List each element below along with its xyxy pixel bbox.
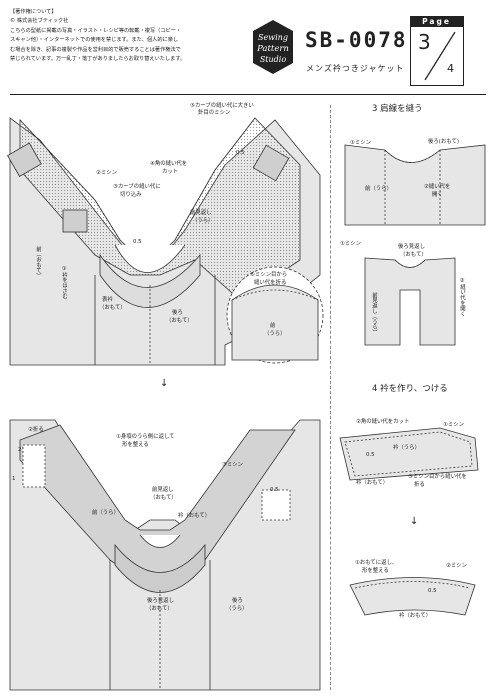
label-back-b: （うら） [226,606,248,612]
label-back: 後ろ [232,598,243,604]
logo-word: Pattern [256,44,289,54]
copyright-line: 【著作権について】 [10,9,57,15]
arrow-down-icon: ↓ [410,516,419,527]
copyright-notice: 【著作権について】 © 株式会社ブティック社 こちらの型紙に掲載の写真・イラスト… [10,8,235,64]
label-front-facing: 前見返し（うら） [371,292,377,336]
label-step3: ③ミシン [222,462,244,468]
label-back: 後ろ [172,310,183,316]
copyright-line: 禁じられています。万一乱丁・落丁がありましたらお取り替えいたします。 [10,56,186,63]
label-back-front: 後ろ(おもて) [428,139,459,145]
label-outer-collar: 表衿 [102,297,113,303]
copyright-line: こちらの型紙に掲載の写真・イラスト・レシピ等の転載・複写（コピー・ [10,27,182,34]
logo-word: Sewing [258,33,288,42]
copyright-line: む場合を除き、記事の複製や作品を営利目的で販売することは著作権法で [10,46,181,53]
label-num1: 1 [12,476,16,482]
label-step2: ②ミシン [96,170,118,176]
label-front: 前（うら） [92,510,119,516]
label-front-facing-b: （うら） [192,218,214,224]
label-collar-final: 衿（おもて） [399,613,432,619]
detail-circle [226,266,324,364]
page-total: 4 [447,62,454,75]
dim-05: 0.5 [236,150,245,156]
label-num2: 2 [18,447,22,453]
column-divider [330,105,331,690]
pattern-title: メンズ衿つきジャケット [306,64,405,73]
label-outer-collar-b: （おもて） [99,305,126,311]
label-detail-front-b: （うら） [264,331,286,337]
label-back-facing-b: （おもて） [146,606,173,612]
label-press-b: 開く [432,192,443,198]
diagram-collar-finished [349,577,476,616]
copyright-line: スキャン他）・インターネットでの使用を禁じます。また、個人的に楽し [10,37,179,44]
label-step5b: 針目のミシン [198,110,231,116]
label-back-facing-b: （おもて） [400,252,427,258]
label-collar: 衿（おもて） [178,513,211,519]
label-front-facing-b: （おもて） [150,495,177,501]
label-front: 前（うら） [365,186,392,192]
header-divider [10,94,486,95]
label-turn-b: 形を整える [362,568,389,574]
label-fold: ②折る [28,427,44,433]
label-collar-front: 衿（おもて） [356,480,389,486]
label-m1b: ①ミシン [340,241,362,247]
label-fold3b: 折る [414,482,425,488]
label-step3b: 切り込み [120,192,142,198]
diagram-facing-seam [364,257,456,346]
label-step4: ④角の縫い代を [150,161,188,167]
dim-05: 0.5 [428,588,437,594]
label-step4b: カット [162,169,179,175]
label-step3: ③カーブの縫い代に [113,184,161,190]
diagram-collar-make [339,427,479,481]
label-step5: ⑤カーブの縫い代に大きい [190,103,254,109]
label-step1b: 形を整える [122,442,149,448]
pattern-code: SB-0078 [305,28,408,52]
label-front: 前（おもて） [35,246,41,279]
diagram-shoulder-seam [344,144,486,226]
dim-05: 0.5 [133,239,142,245]
step3-title: 3 肩線を縫う [372,104,423,114]
label-m1: ①ミシン [350,140,372,146]
label-collar-back: 衿（うら） [393,445,420,451]
page-label: Page [410,16,463,27]
dim-05: 0.5 [270,487,279,493]
label-back-facing: 後ろ見返し [398,244,425,250]
label-step1: ①衿をはさむ [61,266,67,299]
label-back-facing: 後ろ見返し [147,598,174,604]
label-back-b: （おもて） [166,318,193,324]
label-m2: ②ミシン [446,563,468,569]
label-press2: ②縫い代を開く [459,278,465,317]
label-cut: ②角の縫い代をカット [356,419,410,425]
label-detail6: ⑥ミシン目から [250,272,288,278]
label-detail-front: 前 [270,323,276,329]
step4-title: 4 衿を作り、つける [372,384,448,394]
label-front-facing: 前見返し [152,487,174,493]
label-front-facing: 前見返し [190,210,212,216]
copyright-line: © 株式会社ブティック社 [10,18,69,25]
dim-05: 0.5 [366,452,375,458]
label-step1: ①身頃のうら側に返して [116,434,175,440]
label-turn: ①おもてに返し、 [355,560,398,566]
label-detail6b: 縫い代を折る [254,280,287,286]
label-fold3: ③ミシン目から縫い代を [408,474,467,480]
label-press: ②縫い代を [424,184,451,190]
arrow-down-icon: ↓ [160,378,169,389]
diagram-facing-turn [9,419,321,691]
sewing-pattern-studio-logo: Sewing Pattern Studio [250,18,296,76]
label-m1: ①ミシン [443,422,465,428]
logo-word: Studio [260,55,287,64]
